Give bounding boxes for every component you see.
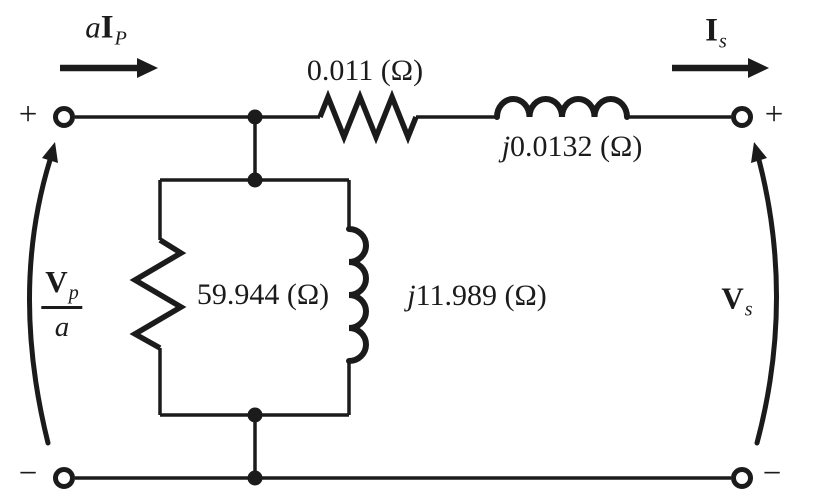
secondary-current-arrow	[672, 58, 769, 78]
polarity-plus-top-left: +	[18, 96, 38, 133]
magnetizing-inductor	[346, 226, 369, 364]
junction-dot-shunt-top	[247, 172, 263, 188]
series-inductor	[494, 96, 630, 120]
primary-current-label: aIP	[85, 9, 127, 50]
magnetizing-reactance-label: j11.989 (Ω)	[407, 279, 547, 312]
polarity-plus-top-right: +	[764, 96, 784, 133]
terminal-top-left	[53, 106, 75, 128]
primary-voltage-arrow	[27, 142, 58, 446]
series-resistance-label: 0.011 (Ω)	[306, 54, 424, 87]
magnetizing-resistance-label: 59.944 (Ω)	[196, 278, 330, 311]
secondary-current-label: Is	[705, 12, 727, 53]
terminal-bottom-left	[53, 467, 75, 489]
secondary-voltage-label: Vs	[721, 280, 753, 321]
series-reactance-label: j0.0132 (Ω)	[501, 130, 643, 163]
secondary-voltage-arrowhead-icon	[751, 142, 767, 163]
polarity-minus-bottom-left: −	[18, 455, 38, 492]
fraction-bar	[41, 306, 83, 309]
junction-dot-bottom	[247, 470, 263, 486]
primary-voltage-arrowhead-icon	[42, 142, 58, 163]
primary-voltage-denominator: a	[54, 311, 70, 343]
primary-current-arrowhead-icon	[137, 58, 158, 78]
terminal-top-right	[731, 106, 753, 128]
magnetizing-resistor	[129, 237, 187, 351]
primary-voltage-numerator: Vp	[45, 264, 79, 304]
terminal-bottom-right	[731, 467, 753, 489]
primary-current-arrow	[60, 58, 158, 78]
junction-dot-shunt-bottom	[247, 407, 263, 423]
secondary-current-arrowhead-icon	[748, 58, 769, 78]
junction-dot-top	[247, 109, 263, 125]
primary-voltage-label: Vp a	[41, 264, 83, 343]
secondary-voltage-arrow	[751, 142, 779, 446]
series-resistor	[317, 89, 419, 145]
polarity-minus-bottom-right: −	[762, 455, 782, 492]
